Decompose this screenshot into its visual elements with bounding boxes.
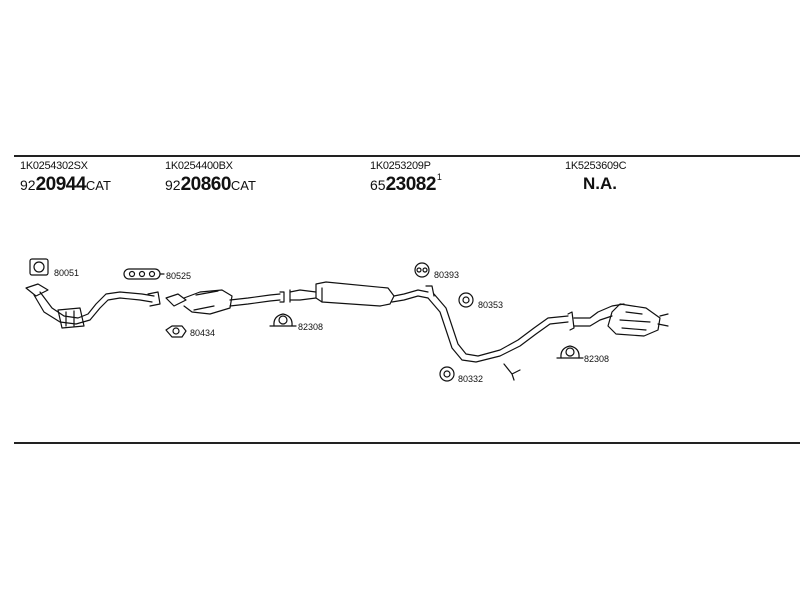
callout-80434: 80434 xyxy=(190,328,215,338)
catalog-code: N.A. xyxy=(583,174,617,193)
catalog-code: 9220860CAT xyxy=(165,174,256,195)
gasket-80434-icon xyxy=(165,325,187,338)
callout-80525: 80525 xyxy=(166,271,191,281)
gasket-80051-icon xyxy=(29,258,49,276)
hanger-80353-icon xyxy=(458,292,474,308)
part-number: 1K0254400BX xyxy=(165,160,233,172)
part-number: 1K0253209P xyxy=(370,160,431,172)
group-front-pipe: 1K0254302SX 9220944CAT xyxy=(20,160,111,196)
intermediate-pipe-icon xyxy=(427,293,569,381)
clamp-82308-right-icon xyxy=(556,345,584,359)
hanger-80332-icon xyxy=(439,366,455,382)
rear-silencer-icon xyxy=(567,303,669,337)
callout-80051: 80051 xyxy=(54,268,79,278)
front-pipe-icon xyxy=(25,283,161,329)
group-catalytic-converter: 1K0254400BX 9220860CAT xyxy=(165,160,256,196)
clamp-82308-icon xyxy=(269,313,297,327)
catalog-code: 65230821 xyxy=(370,172,442,195)
bottom-rule xyxy=(14,442,800,444)
group-rear-silencer: 1K5253609C N.A. xyxy=(565,160,627,194)
group-middle-silencer: 1K0253209P 65230821 xyxy=(370,160,442,196)
hanger-80393-icon xyxy=(414,262,430,278)
top-rule xyxy=(14,155,800,157)
catalytic-converter-icon xyxy=(165,289,285,315)
part-number: 1K5253609C xyxy=(565,160,627,172)
callout-80332: 80332 xyxy=(458,374,483,384)
callout-82308-right: 82308 xyxy=(584,354,609,364)
callout-80353: 80353 xyxy=(478,300,503,310)
callout-80393: 80393 xyxy=(434,270,459,280)
middle-silencer-icon xyxy=(289,281,435,307)
gasket-80525-icon xyxy=(123,268,165,280)
part-number: 1K0254302SX xyxy=(20,160,88,172)
catalog-code: 9220944CAT xyxy=(20,174,111,195)
callout-82308-left: 82308 xyxy=(298,322,323,332)
